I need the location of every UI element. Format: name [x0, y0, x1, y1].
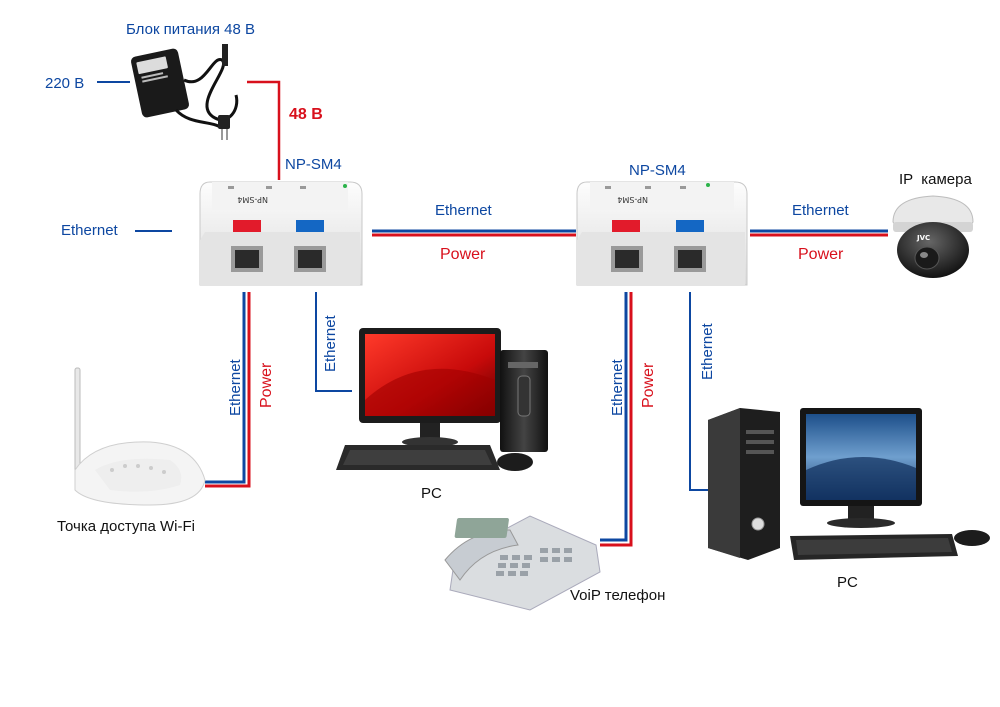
pc1-link: [315, 292, 352, 392]
camera-ethernet-label: Ethernet: [792, 202, 850, 219]
power-adapter-icon: [131, 44, 239, 140]
voip-ethernet-label: Ethernet: [609, 358, 626, 416]
voip-phone-label: VoiP телефон: [570, 587, 665, 604]
ethernet-in-label: Ethernet: [61, 222, 119, 239]
pc2-label: PC: [837, 574, 858, 591]
pc2-link: [689, 292, 716, 491]
voip-phone-icon: [444, 515, 601, 611]
mains-voltage-label: 220 В: [45, 75, 84, 92]
voip-power-label: Power: [640, 362, 657, 408]
ip-camera-label: IP камера: [899, 171, 972, 188]
wifi-ethernet-label: Ethernet: [227, 358, 244, 416]
labels: Блок питания 48 В 220 В 48 В NP-SM4 NP-S…: [45, 21, 972, 604]
pc2-ethernet-label: Ethernet: [699, 322, 716, 380]
camera-power-label: Power: [798, 246, 844, 263]
dc-48v-cable: [247, 80, 281, 180]
voip-link-red: [600, 292, 633, 547]
injector-right-title: NP-SM4: [629, 162, 686, 179]
pc1-ethernet-label: Ethernet: [322, 314, 339, 372]
pc1-label: PC: [421, 485, 442, 502]
wifi-ap-label: Точка доступа Wi-Fi: [57, 518, 195, 535]
voip-link-blue: [600, 292, 628, 542]
pc2-computer-icon: [708, 408, 990, 560]
power-supply-label: Блок питания 48 В: [126, 21, 255, 38]
injector-left-device: NP-SM4: [199, 181, 363, 286]
wifi-link-red: [205, 292, 251, 488]
injector-right-device: NP-SM4: [576, 181, 748, 286]
dc-voltage-label: 48 В: [289, 106, 323, 123]
link-ethernet-label: Ethernet: [435, 202, 493, 219]
cables: [97, 80, 888, 547]
wifi-power-label: Power: [258, 362, 275, 408]
injector-left-title: NP-SM4: [285, 156, 342, 173]
link-power-label: Power: [440, 246, 486, 263]
injector-right-label: NP-SM4: [617, 195, 648, 204]
wifi-router-icon: [74, 367, 206, 506]
injector-left-label: NP-SM4: [237, 195, 268, 204]
wifi-link-blue: [205, 292, 246, 484]
pc1-computer-icon: [336, 328, 548, 471]
ip-camera-icon: JVC: [892, 195, 974, 278]
camera-brand-text: JVC: [916, 234, 930, 242]
